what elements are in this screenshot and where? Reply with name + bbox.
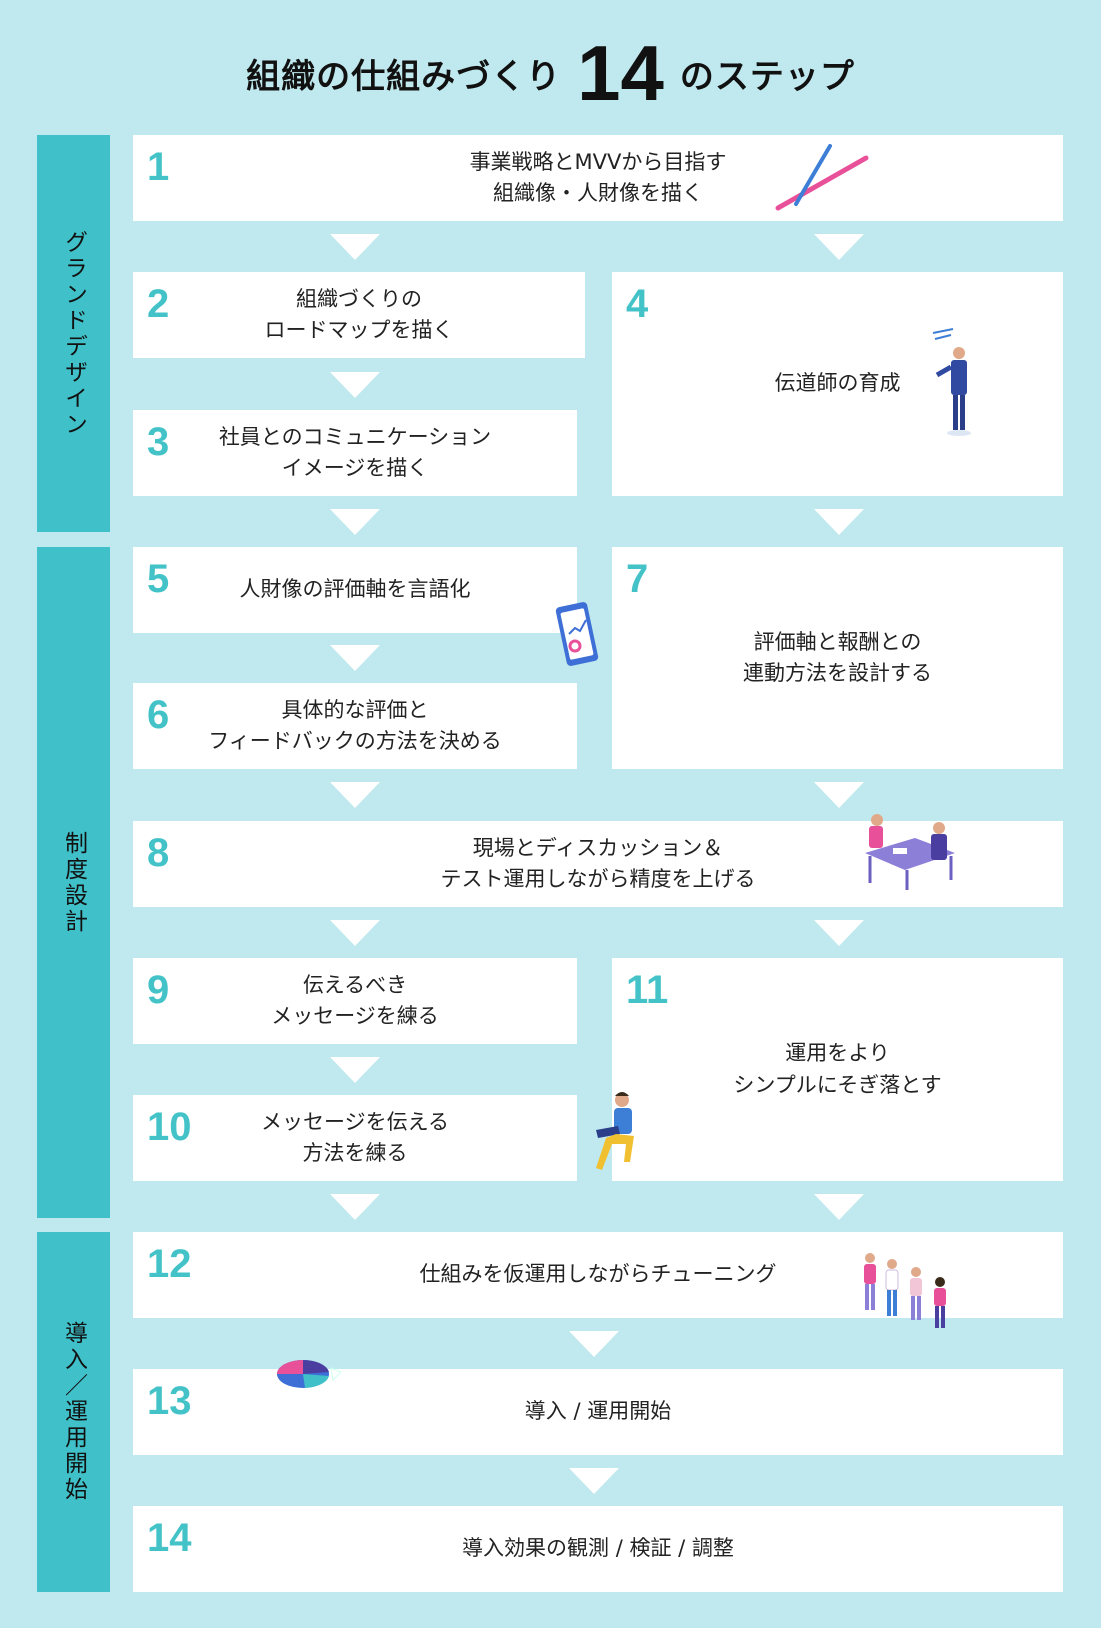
step-text-line: 導入効果の観測 / 検証 / 調整: [462, 1536, 734, 1561]
flow-arrow-icon: [330, 645, 380, 671]
step-text-line: テスト運用しながら精度を上げる: [440, 867, 756, 891]
phase-introduction: 導入／運用開始: [37, 1232, 110, 1592]
flow-arrow-icon: [814, 1194, 864, 1220]
flow-arrow-icon: [330, 1057, 380, 1083]
flow-arrow-icon: [814, 920, 864, 946]
step-text-line: 仕組みを仮運用しながらチューニング: [419, 1262, 777, 1287]
flow-arrow-icon: [814, 234, 864, 260]
phase-system-design: 制度設計: [37, 547, 110, 1218]
flow-arrow-icon: [569, 1331, 619, 1357]
flow-arrow-icon: [330, 1194, 380, 1220]
step-number: 9: [147, 968, 170, 1012]
phase-label: 制度設計: [60, 830, 87, 935]
step-text-line: 運用をより: [785, 1041, 890, 1065]
step-box: 13 導入 / 運用開始: [133, 1369, 1063, 1455]
step-text-line: 具体的な評価と: [281, 697, 429, 722]
step-box: 5 人財像の評価軸を言語化: [133, 547, 577, 633]
step-box: 3 社員とのコミュニケーション イメージを描く: [133, 410, 577, 496]
step-text-line: 組織づくりの: [296, 286, 422, 311]
step-box: 6 具体的な評価と フィードバックの方法を決める: [133, 683, 577, 769]
group-of-people-icon: [864, 1253, 946, 1328]
flow-arrow-icon: [330, 234, 380, 260]
step-number: 11: [626, 968, 669, 1012]
step-number: 6: [147, 693, 170, 737]
step-number: 3: [147, 420, 170, 464]
step-text-line: 導入 / 運用開始: [524, 1399, 672, 1424]
step-box: 8 現場とディスカッション＆ テスト運用しながら精度を上げる: [133, 821, 1063, 907]
flow-arrow-icon: [330, 920, 380, 946]
flow-arrow-icon: [569, 1468, 619, 1494]
step-number: 1: [147, 145, 170, 189]
step-text-line: 現場とディスカッション＆: [472, 835, 724, 860]
clipboard-chart-icon: [555, 602, 599, 666]
phase-label: 導入／運用開始: [60, 1321, 87, 1503]
step-text-line: 方法を練る: [302, 1141, 408, 1165]
step-text-line: 連動方法を設計する: [743, 661, 932, 685]
flow-arrow-icon: [330, 372, 380, 398]
step-number: 2: [147, 282, 170, 326]
step-box: 9 伝えるべき メッセージを練る: [133, 958, 577, 1044]
step-box: 2 組織づくりの ロードマップを描く: [133, 272, 585, 358]
step-text-line: フィードバックの方法を決める: [208, 729, 502, 753]
flow-arrow-icon: [330, 782, 380, 808]
step-box: 7 評価軸と報酬との 連動方法を設計する: [612, 547, 1063, 769]
flow-arrow-icon: [814, 509, 864, 535]
pencils-icon: [775, 144, 869, 211]
flow-arrow-icon: [330, 509, 380, 535]
title-prefix: 組織の仕組みづくり: [246, 56, 562, 97]
step-text-line: 伝道師の育成: [774, 371, 901, 396]
step-text-line: シンプルにそぎ落とす: [733, 1072, 942, 1097]
page-title: 組織の仕組みづくり 14 のステップ: [0, 28, 1101, 118]
person-with-laptop-icon: [596, 1092, 634, 1170]
phase-grand-design: グランドデザイン: [37, 135, 110, 532]
meeting-table-icon: [865, 814, 955, 890]
step-number: 13: [147, 1379, 192, 1423]
step-number: 5: [147, 557, 170, 601]
step-text-line: 伝えるべき: [302, 972, 408, 997]
step-box: 1 事業戦略とMVVから目指す 組織像・人財像を描く: [133, 135, 1063, 221]
step-number: 10: [147, 1105, 192, 1149]
title-suffix: のステップ: [679, 56, 855, 97]
pie-chart-icon: [277, 1359, 342, 1388]
flow-arrow-icon: [814, 782, 864, 808]
step-text-line: メッセージを練る: [271, 1004, 439, 1028]
title-number: 14: [577, 29, 664, 117]
step-box: 4 伝道師の育成: [612, 272, 1063, 496]
step-text-line: イメージを描く: [281, 456, 429, 480]
businessman-icon: [932, 328, 971, 436]
step-number: 7: [626, 557, 649, 601]
phase-label: グランドデザイン: [60, 229, 87, 438]
step-text-line: 人財像の評価軸を言語化: [239, 577, 471, 602]
step-number: 14: [147, 1516, 192, 1560]
step-box: 10 メッセージを伝える 方法を練る: [133, 1095, 577, 1181]
step-text-line: メッセージを伝える: [261, 1109, 449, 1134]
step-box: 14 導入効果の観測 / 検証 / 調整: [133, 1506, 1063, 1592]
step-number: 4: [626, 282, 649, 326]
step-text-line: 事業戦略とMVVから目指す: [469, 149, 727, 174]
step-box: 11 運用をより シンプルにそぎ落とす: [612, 958, 1063, 1181]
step-number: 8: [147, 831, 170, 875]
step-text-line: 評価軸と報酬との: [753, 629, 922, 654]
step-text-line: 組織像・人財像を描く: [493, 181, 703, 205]
step-text-line: 社員とのコミュニケーション: [218, 424, 492, 449]
step-number: 12: [147, 1242, 192, 1286]
step-box: 12 仕組みを仮運用しながらチューニング: [133, 1232, 1063, 1318]
step-text-line: ロードマップを描く: [264, 318, 454, 342]
